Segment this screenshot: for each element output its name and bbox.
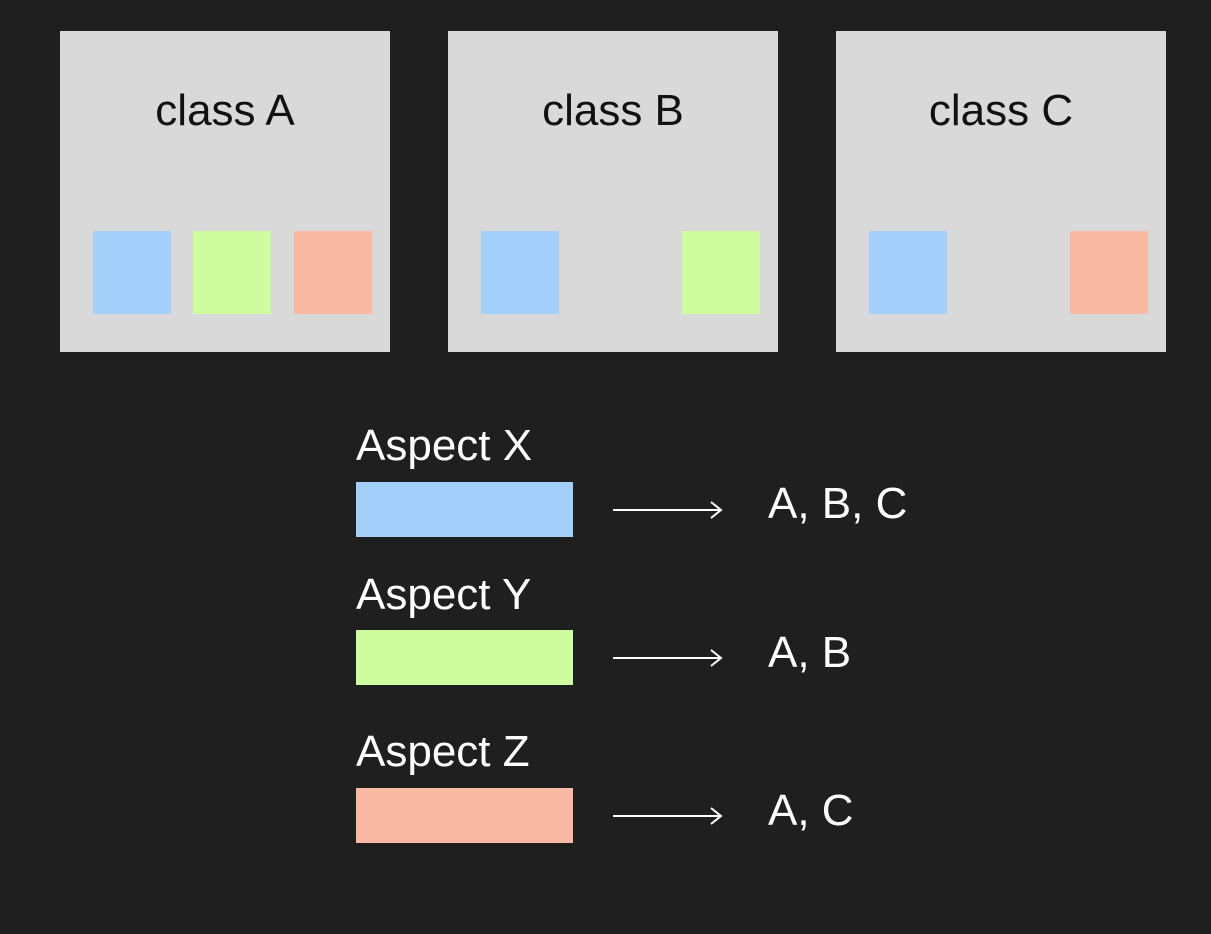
aspect-z-targets: A, C [768,786,854,835]
class-a-aspect-x-chip [93,231,171,314]
class-a-title: class A [155,86,295,135]
aspect-x-arrow-icon [613,501,723,519]
aspect-y-label: Aspect Y [356,570,532,619]
class-a-box: class A [60,31,390,352]
class-b-box: class B [448,31,778,352]
class-a-aspect-z-chip [294,231,372,314]
class-b-aspect-x-chip [481,231,559,314]
aspect-z-swatch [356,788,573,843]
class-a-aspect-y-chip [193,231,271,314]
class-c-title: class C [928,86,1074,135]
aspect-z-label: Aspect Z [356,727,530,776]
class-c-aspect-x-chip [869,231,947,314]
aspect-x-swatch [356,482,573,537]
aspect-y-targets: A, B [768,628,852,677]
class-c-aspect-z-chip [1070,231,1148,314]
aspect-z-arrow-icon [613,807,723,825]
aspect-x-label: Aspect X [356,421,533,470]
class-b-title: class B [542,86,684,135]
class-b-aspect-y-chip [682,231,760,314]
aspect-x-targets: A, B, C [768,479,908,528]
aspect-y-arrow-icon [613,649,723,667]
class-c-box: class C [836,31,1166,352]
aspect-y-swatch [356,630,573,685]
